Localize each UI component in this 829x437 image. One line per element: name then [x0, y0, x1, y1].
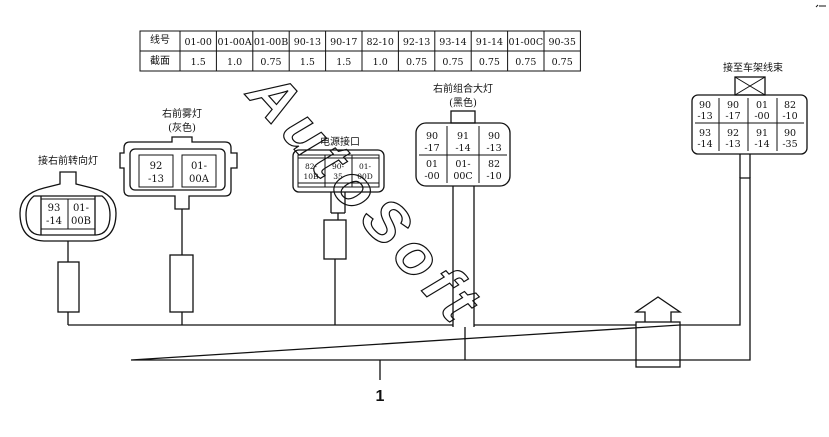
- headlamp-pin-2-top: 91: [457, 131, 469, 142]
- power-port-pin-2-bottom: 35: [333, 172, 343, 181]
- table-cell-section: 0.75: [552, 57, 573, 68]
- headlamp-pin-6-bottom: -10: [486, 171, 501, 182]
- frame-harness-pin-6-top: 92: [727, 128, 739, 139]
- power-port-label: 电源接口: [320, 135, 360, 148]
- turn-signal-pin-2-top: 01-: [73, 203, 89, 214]
- headlamp-pin-1-bottom: -17: [424, 143, 439, 154]
- frame-harness-pin-2-top: 90: [727, 100, 739, 111]
- frame-harness-pin-4-top: 82: [784, 100, 796, 111]
- table-cell-wire: 01-00B: [254, 37, 288, 48]
- turn-signal-connector: 接右前转向灯 93 -14 01- 00B: [19, 154, 117, 242]
- table-cell-section: 1.0: [373, 57, 388, 68]
- table-row-label-section: 截面: [150, 54, 170, 67]
- table-grid: [139, 30, 581, 72]
- headlamp-pin-5-top: 01-: [455, 159, 470, 170]
- headlamp-pin-3-bottom: -13: [486, 143, 501, 154]
- headlamp-pin-4-bottom: -00: [424, 171, 439, 182]
- table-cell-wire: 90-17: [330, 37, 357, 48]
- power-port-pin-3-bottom: 00D: [357, 172, 373, 181]
- frame-harness-pin-8-bottom: -35: [782, 139, 797, 150]
- headlamp-pin-1-top: 90: [426, 131, 438, 142]
- frame-harness-pin-3-top: 01: [756, 100, 768, 111]
- table-cell-wire: 90-35: [549, 37, 576, 48]
- frame-harness-pin-2-bottom: -17: [725, 111, 740, 122]
- frame-harness-connector: 接至车架线束 90-1390-1701-0082-1093-1492-1391-…: [691, 61, 808, 178]
- turn-signal-pin-1-top: 93: [48, 203, 61, 214]
- power-port-pin-3-top: 01-: [359, 162, 372, 171]
- table-cell-wire: 90-13: [294, 37, 321, 48]
- power-port-pin-1-bottom: 10B: [303, 172, 319, 181]
- corner-mark: [815, 4, 826, 8]
- headlamp-pin-6-top: 82: [488, 159, 500, 170]
- turn-signal-label: 接右前转向灯: [38, 154, 98, 167]
- table-cell-section: 0.75: [260, 57, 281, 68]
- headlamp-pin-4-top: 01: [426, 159, 438, 170]
- table-cell-wire: 01-00: [185, 37, 212, 48]
- frame-harness-pin-8-top: 90: [784, 128, 796, 139]
- turn-signal-pin-2-bottom: 00B: [71, 216, 91, 227]
- table-cell-section: 0.75: [515, 57, 536, 68]
- frame-harness-pin-7-bottom: -14: [754, 139, 769, 150]
- table-cell-section: 0.75: [479, 57, 500, 68]
- table-cell-section: 1.5: [300, 57, 315, 68]
- frame-harness-pin-5-bottom: -14: [697, 139, 712, 150]
- table-cell-wire: 91-14: [476, 37, 503, 48]
- table-cell-wire: 92-13: [403, 37, 430, 48]
- headlamp-connector: 右前组合大灯 (黑色) 90-1791-1490-1301-0001-00C82…: [415, 82, 511, 327]
- frame-harness-pin-6-bottom: -13: [725, 139, 740, 150]
- fog-lamp-label-line2: (灰色): [168, 121, 196, 134]
- table-cell-section: 0.75: [442, 57, 463, 68]
- frame-harness-pin-4-bottom: -10: [782, 111, 797, 122]
- table-cell-section: 1.5: [336, 57, 351, 68]
- frame-harness-label: 接至车架线束: [723, 61, 783, 74]
- table-cell-section: 1.0: [227, 57, 242, 68]
- frame-harness-pin-1-top: 90: [699, 100, 711, 111]
- frame-harness-pin-5-top: 93: [699, 128, 711, 139]
- headlamp-pin-3-top: 90: [488, 131, 500, 142]
- fog-lamp-label-line1: 右前雾灯: [162, 107, 202, 120]
- frame-harness-pin-3-bottom: -00: [754, 111, 769, 122]
- power-port-pin-1-top: 82-: [305, 162, 318, 171]
- fog-lamp-pin-1-top: 92: [150, 161, 163, 172]
- table-cell-wire: 82-10: [367, 37, 394, 48]
- table-cells: 01-00 1.5 01-00A 1.0 01-00B 0.75 90-13 1.5 90-17…: [185, 37, 576, 68]
- fog-lamp-pin-2-bottom: 00A: [189, 174, 210, 185]
- headlamp-label-line2: (黑色): [449, 96, 477, 109]
- power-port-pin-2-top: 90-: [332, 162, 345, 171]
- harness-trunk: 1: [57, 177, 751, 405]
- wire-table: 线号 截面 01-00 1.5 01-00A 1.0 01-00B 0.75 90-13 1.…: [139, 30, 581, 72]
- table-cell-section: 0.75: [406, 57, 427, 68]
- fog-lamp-pin-2-top: 01-: [191, 161, 207, 172]
- turn-signal-pin-1-bottom: -14: [46, 216, 62, 227]
- callout-number: 1: [376, 388, 385, 405]
- table-cell-wire: 93-14: [439, 37, 466, 48]
- fog-lamp-connector: 右前雾灯 (灰色) 92 -13 01- 00A: [119, 107, 238, 210]
- table-row-label-wire: 线号: [150, 33, 170, 46]
- headlamp-label-line1: 右前组合大灯: [433, 82, 493, 95]
- frame-harness-pin-1-bottom: -13: [697, 111, 712, 122]
- frame-harness-pin-7-top: 91: [756, 128, 768, 139]
- headlamp-pin-2-bottom: -14: [455, 143, 470, 154]
- headlamp-pin-5-bottom: 00C: [453, 171, 472, 182]
- table-cell-wire: 01-00A: [217, 37, 251, 48]
- fog-lamp-pin-1-bottom: -13: [148, 174, 164, 185]
- table-cell-wire: 01-00C: [508, 37, 543, 48]
- table-cell-section: 1.5: [191, 57, 206, 68]
